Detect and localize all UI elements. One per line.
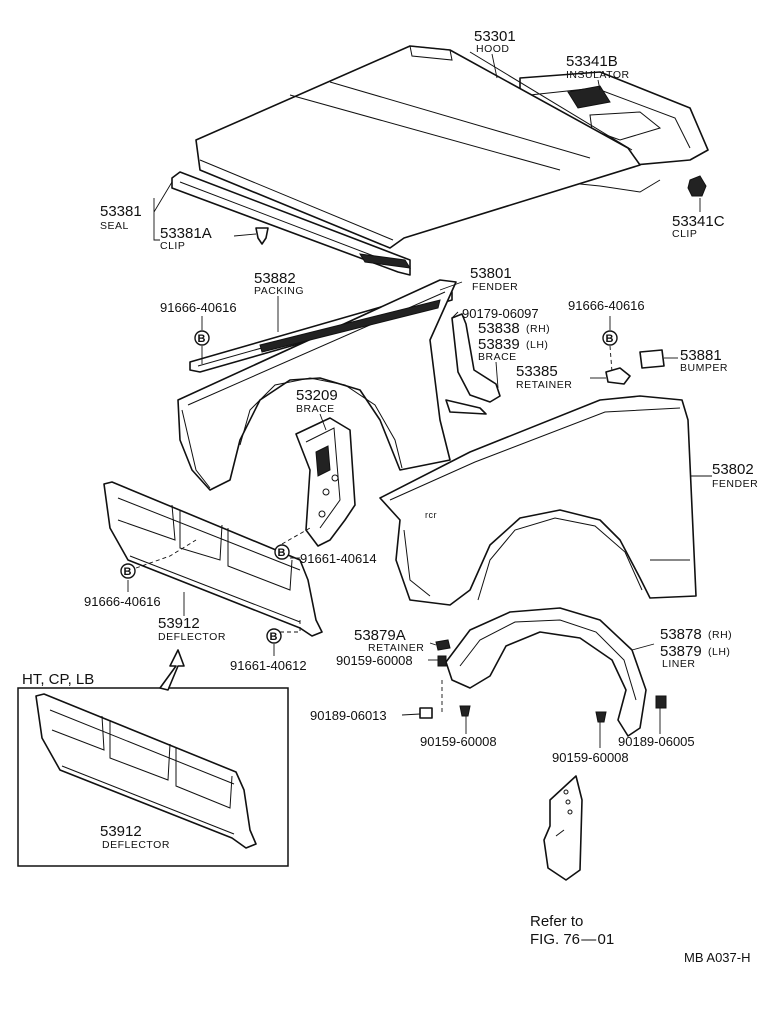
label-liner-screw: 90159-60008 — [336, 653, 413, 668]
svg-text:B: B — [124, 566, 132, 578]
b-marker-mid: B — [274, 544, 290, 560]
liner-retainer-part — [435, 639, 451, 667]
label-seal-clip-num: 53381A — [160, 225, 212, 242]
b-marker-left-top: B — [194, 330, 210, 346]
svg-text:B: B — [198, 333, 206, 345]
label-ins-clip-name: CLIP — [672, 228, 697, 240]
screw-right-part — [595, 711, 607, 723]
svg-text:B: B — [278, 547, 286, 559]
label-bolt-low: 91661-40612 — [230, 658, 307, 673]
label-inset-title: HT, CP, LB — [22, 671, 94, 688]
label-liner-name: LINER — [662, 658, 695, 670]
label-bolt-mid: 91661-40614 — [300, 551, 377, 566]
label-bumper-name: BUMPER — [680, 362, 728, 374]
inset-deflector-part — [35, 693, 257, 849]
label-fender-rh-num: 53801 — [470, 265, 512, 282]
seal-clip-part — [233, 227, 269, 245]
label-bolt-left-top: 91666-40616 — [160, 300, 237, 315]
b-marker-left-low: B — [120, 563, 136, 579]
label-brace-lh-suffix: (LH) — [526, 339, 548, 351]
nut-right-part — [655, 695, 667, 709]
label-refer-1: Refer to — [530, 913, 583, 930]
label-liner-ret-num: 53879A — [354, 627, 406, 644]
label-insulator-num: 53341B — [566, 53, 618, 70]
label-brace-lh: 53839 — [478, 336, 520, 353]
label-retainer-num: 53385 — [516, 363, 558, 380]
label-liner-rh: 53878 — [660, 626, 702, 643]
label-hood-num: 53301 — [474, 28, 516, 45]
svg-text:B: B — [606, 333, 614, 345]
label-ins-clip-num: 53341C — [672, 213, 725, 230]
labels: 53301 HOOD 53341B INSULATOR 53381 SEAL 5… — [22, 28, 758, 965]
retainer-part — [605, 367, 631, 385]
label-liner-ret-name: RETAINER — [368, 642, 424, 654]
label-bolt-left-low: 91666-40616 — [84, 594, 161, 609]
label-retainer-name: RETAINER — [516, 379, 572, 391]
liner-part — [445, 607, 647, 737]
brace-53209-part — [295, 417, 356, 547]
fender-rh-part — [177, 279, 457, 491]
label-seal-num: 53381 — [100, 203, 142, 220]
label-seal-clip-name: CLIP — [160, 240, 185, 252]
label-inset-num: 53912 — [100, 823, 142, 840]
label-screw-mid: 90159-60008 — [420, 734, 497, 749]
label-insulator-name: INSULATOR — [566, 69, 630, 81]
hood-part — [195, 45, 641, 249]
label-brace-rh: 53838 — [478, 320, 520, 337]
svg-text:rcr: rcr — [425, 510, 437, 520]
label-refer-2: FIG. 76 — 01 — [530, 931, 614, 948]
inset-box — [17, 687, 289, 867]
label-diagram-code: MB A037-H — [684, 950, 750, 965]
fender-brace-part — [445, 313, 501, 415]
label-bolt-right-top: 91666-40616 — [568, 298, 645, 313]
label-screw-right: 90159-60008 — [552, 750, 629, 765]
label-packing-name: PACKING — [254, 285, 304, 297]
label-fender-lh-name: FENDER — [712, 478, 758, 490]
label-screw-brace: 90179-06097 — [462, 306, 539, 321]
nut-left-part — [419, 707, 433, 719]
label-bumper-num: 53881 — [680, 347, 722, 364]
label-liner-lh-suffix: (LH) — [708, 646, 730, 658]
leader-lines — [127, 53, 712, 748]
label-packing-num: 53882 — [254, 270, 296, 287]
bumper-part — [639, 349, 665, 369]
label-hood-name: HOOD — [476, 43, 510, 55]
seal-part — [171, 171, 411, 276]
label-nut-right: 90189-06005 — [618, 734, 695, 749]
inset-arrow — [159, 649, 185, 691]
label-brace2-name: BRACE — [296, 403, 335, 415]
label-brace-name: BRACE — [478, 351, 517, 363]
b-marker-low: B — [266, 628, 282, 644]
fender-lh-part: rcr — [379, 395, 697, 606]
label-fender-lh-num: 53802 — [712, 461, 754, 478]
label-nut-left: 90189-06013 — [310, 708, 387, 723]
label-brace-rh-suffix: (RH) — [526, 323, 550, 335]
deflector-part — [103, 481, 323, 637]
mudflap-part — [543, 775, 583, 881]
label-fender-rh-name: FENDER — [472, 281, 518, 293]
insulator-clip-part — [687, 175, 707, 197]
label-seal-name: SEAL — [100, 220, 129, 232]
b-marker-right-top: B — [602, 330, 618, 346]
label-inset-name: DEFLECTOR — [102, 839, 170, 851]
screw-mid-part — [459, 705, 471, 717]
label-deflector-name: DEFLECTOR — [158, 631, 226, 643]
label-liner-lh: 53879 — [660, 643, 702, 660]
label-deflector-num: 53912 — [158, 615, 200, 632]
label-brace2-num: 53209 — [296, 387, 338, 404]
label-liner-rh-suffix: (RH) — [708, 629, 732, 641]
svg-text:B: B — [270, 631, 278, 643]
